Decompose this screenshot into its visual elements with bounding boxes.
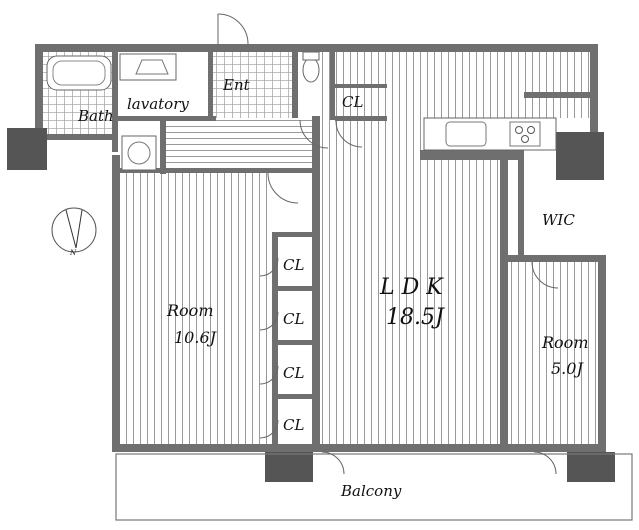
balcony-outline bbox=[115, 453, 633, 521]
label-closet-4: CL bbox=[283, 416, 304, 434]
toilet bbox=[302, 57, 320, 83]
wic-floor bbox=[524, 176, 592, 256]
label-closet-2: CL bbox=[283, 310, 304, 328]
door-swings bbox=[217, 13, 559, 475]
hall-floor bbox=[166, 120, 318, 170]
kitchen-floor bbox=[420, 52, 590, 118]
label-closet-1: CL bbox=[283, 256, 304, 274]
room-right-floor bbox=[510, 262, 598, 444]
washing-machine bbox=[121, 135, 157, 171]
structural-pillars bbox=[7, 128, 615, 482]
compass-north-label: N bbox=[69, 249, 77, 257]
label-ldk: L D K bbox=[379, 275, 444, 300]
fixtures bbox=[46, 51, 557, 171]
label-room-left-size: 10.6J bbox=[174, 328, 218, 347]
bathtub bbox=[46, 55, 112, 91]
label-room-right: Room bbox=[541, 333, 588, 352]
label-ldk-size: 18.5J bbox=[386, 305, 445, 330]
label-closet-top: CL bbox=[342, 93, 363, 111]
label-room-right-size: 5.0J bbox=[551, 359, 584, 378]
label-room-left: Room bbox=[166, 301, 213, 320]
kitchen-sink bbox=[445, 121, 487, 147]
entrance-floor bbox=[212, 52, 292, 118]
interior-walls bbox=[43, 52, 606, 452]
compass-circle bbox=[51, 207, 97, 253]
washbasin bbox=[119, 53, 177, 81]
label-lavatory: lavatory bbox=[127, 95, 189, 113]
label-bath: Bath bbox=[77, 107, 114, 125]
label-balcony: Balcony bbox=[340, 482, 402, 500]
label-wic: WIC bbox=[542, 211, 575, 229]
exterior-walls bbox=[35, 44, 606, 452]
compass: N bbox=[51, 207, 97, 257]
room-left-floor bbox=[120, 170, 272, 444]
label-closet-3: CL bbox=[283, 364, 304, 382]
label-entrance: Ent bbox=[222, 76, 251, 94]
